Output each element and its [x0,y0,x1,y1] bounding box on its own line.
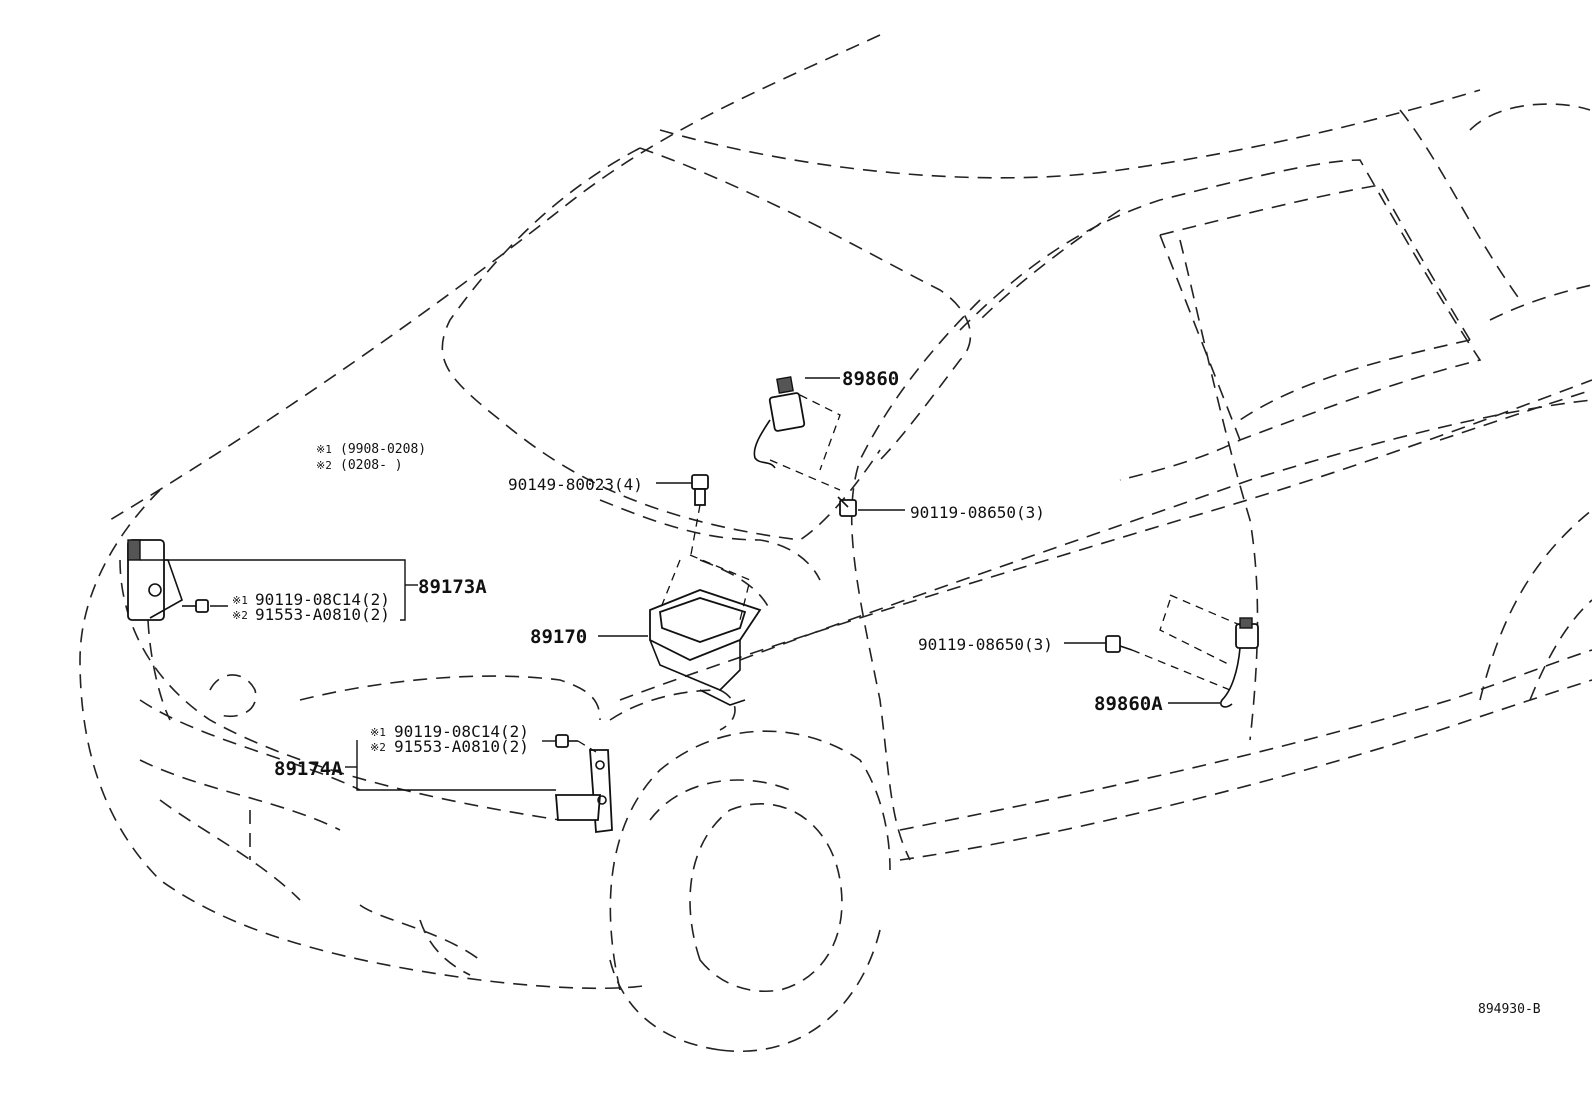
mark-2-lower: ※2 [370,741,386,754]
label-91553-A0810-upper: 91553-A0810(2) [255,605,390,624]
note-mark-1: ※1 [316,443,332,456]
mark-2-upper: ※2 [232,609,248,622]
sensor-89174A [555,734,613,834]
label-90119-08C14-lower: 90119-08C14(2) [394,722,529,741]
bolt-front-left [182,599,209,613]
figure-id: 894930-B [1478,1002,1541,1017]
label-89860: 89860 [842,368,899,390]
label-91553-A0810-lower: 91553-A0810(2) [394,737,529,756]
mark-1-upper: ※1 [232,594,248,607]
mark-1-lower: ※1 [370,726,386,739]
label-90119-08650-upper: 90119-08650(3) [910,503,1045,522]
label-90149-80023: 90149-80023(4) [508,475,643,494]
note-mark-2: ※2 [316,459,332,472]
label-90119-08650-lower: 90119-08650(3) [918,635,1053,654]
bolt-90119-08650-lower [1105,635,1231,691]
bolt-90149-80023 [689,474,709,561]
sensor-89860A [1159,594,1259,708]
bolt-90119-08650-upper [837,496,857,517]
vehicle-outline [79,34,1592,1052]
label-89170: 89170 [530,626,587,648]
label-89860A: 89860A [1094,693,1163,715]
label-89174A: 89174A [274,758,343,780]
sensor-89173A [127,539,209,621]
label-90119-08C14-upper: 90119-08C14(2) [255,590,390,609]
sensor-89860 [753,376,841,491]
airbag-ecu-89170 [649,554,762,706]
note-range-2: (0208- ) [340,458,403,473]
bolt-front-center [555,734,578,748]
label-89173A: 89173A [418,576,487,598]
note-range-1: (9908-0208) [340,442,426,457]
